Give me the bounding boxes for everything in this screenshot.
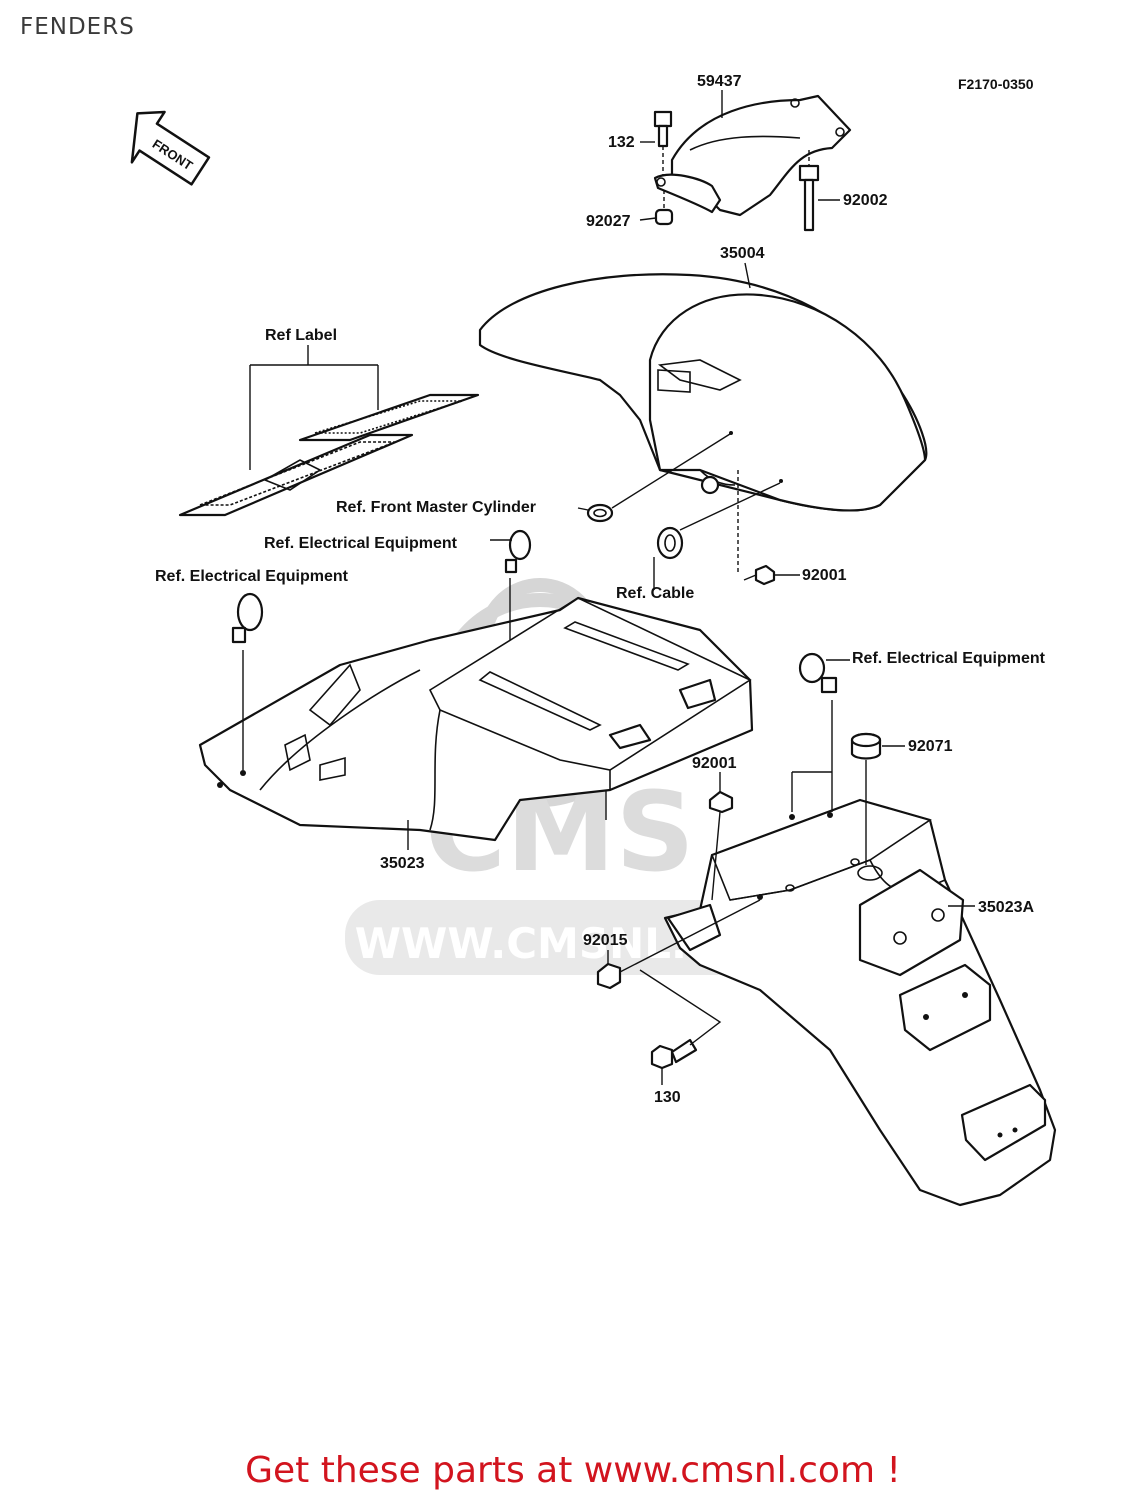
label-ref-label: Ref Label [265,327,337,344]
collar-92027 [654,190,674,226]
label-92071: 92071 [908,738,953,755]
front-fender-35004 [478,273,928,512]
label-92001-a: 92001 [802,567,847,584]
label-ref-cable: Ref. Cable [616,585,694,602]
parts-diagram: CMS WWW.CMSNL.COM F2170-0350 FRONT 59437… [130,73,1057,1207]
label-132: 132 [608,134,635,151]
clamp-elec-2 [231,592,264,644]
label-35023: 35023 [380,855,425,872]
label-35023A: 35023A [978,899,1034,916]
label-59437: 59437 [697,73,742,90]
bolt-130 [639,969,722,1070]
label-92015: 92015 [583,932,628,949]
label-92002: 92002 [843,192,888,209]
cable-guide [653,482,781,590]
clamp-elec-3 [798,652,838,694]
ref-label-decals [178,345,480,517]
label-130: 130 [654,1089,681,1106]
label-92001-b: 92001 [692,755,737,772]
bolt-132 [653,110,673,175]
front-arrow-icon: FRONT [130,110,211,186]
cover-59437 [653,94,852,217]
bolt-92002 [798,150,820,232]
label-ref-electrical-equipment-1: Ref. Electrical Equipment [264,535,458,552]
grommet-92071 [850,732,882,865]
page-title: FENDERS [20,14,135,40]
clamp-elec-1 [504,529,532,574]
clamp-front-master [586,433,731,523]
bolt-92001-a [743,564,776,586]
label-35004: 35004 [720,245,765,262]
rear-fender-35023A [663,700,1057,1207]
label-ref-electrical-equipment-3: Ref. Electrical Equipment [852,650,1046,667]
label-ref-electrical-equipment-2: Ref. Electrical Equipment [155,568,349,585]
grommet-35004 [700,470,739,575]
rear-fender-35023 [198,578,754,842]
diagram-code: F2170-0350 [958,76,1034,92]
label-92027: 92027 [586,213,631,230]
footer-cta-link[interactable]: Get these parts at www.cmsnl.com ! [245,1450,901,1491]
label-ref-front-master-cylinder: Ref. Front Master Cylinder [336,499,536,516]
